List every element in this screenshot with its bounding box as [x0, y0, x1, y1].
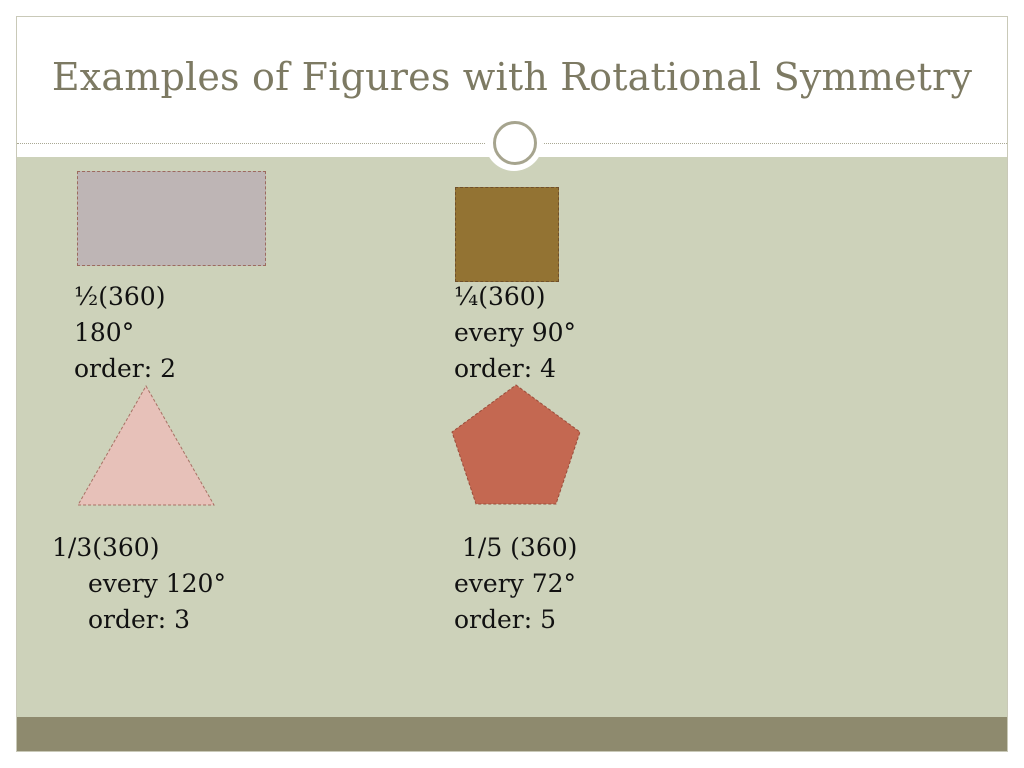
pentagon-order-label: order: 5: [454, 605, 557, 634]
square-order-label: order: 4: [454, 354, 557, 383]
rectangle-angle-label: 180°: [74, 318, 135, 347]
rectangle-shape: [77, 171, 266, 266]
circle-ornament-icon: [485, 113, 543, 171]
footer-bar: [17, 717, 1007, 751]
pentagon-fraction-label: 1/5 (360): [462, 533, 578, 562]
square-fraction-label: ¼(360): [454, 282, 546, 311]
triangle-angle-label: every 120°: [88, 569, 226, 598]
rectangle-order-label: order: 2: [74, 354, 177, 383]
pentagon-angle-label: every 72°: [454, 569, 577, 598]
square-angle-label: every 90°: [454, 318, 577, 347]
ring-icon: [493, 121, 537, 165]
pentagon-shape: [451, 384, 581, 505]
slide-title: Examples of Figures with Rotational Symm…: [51, 55, 973, 99]
square-shape: [455, 187, 559, 282]
triangle-fraction-label: 1/3(360): [52, 533, 160, 562]
triangle-order-label: order: 3: [88, 605, 191, 634]
triangle-shape: [77, 384, 215, 506]
rectangle-fraction-label: ½(360): [74, 282, 166, 311]
slide: Examples of Figures with Rotational Symm…: [16, 16, 1008, 752]
